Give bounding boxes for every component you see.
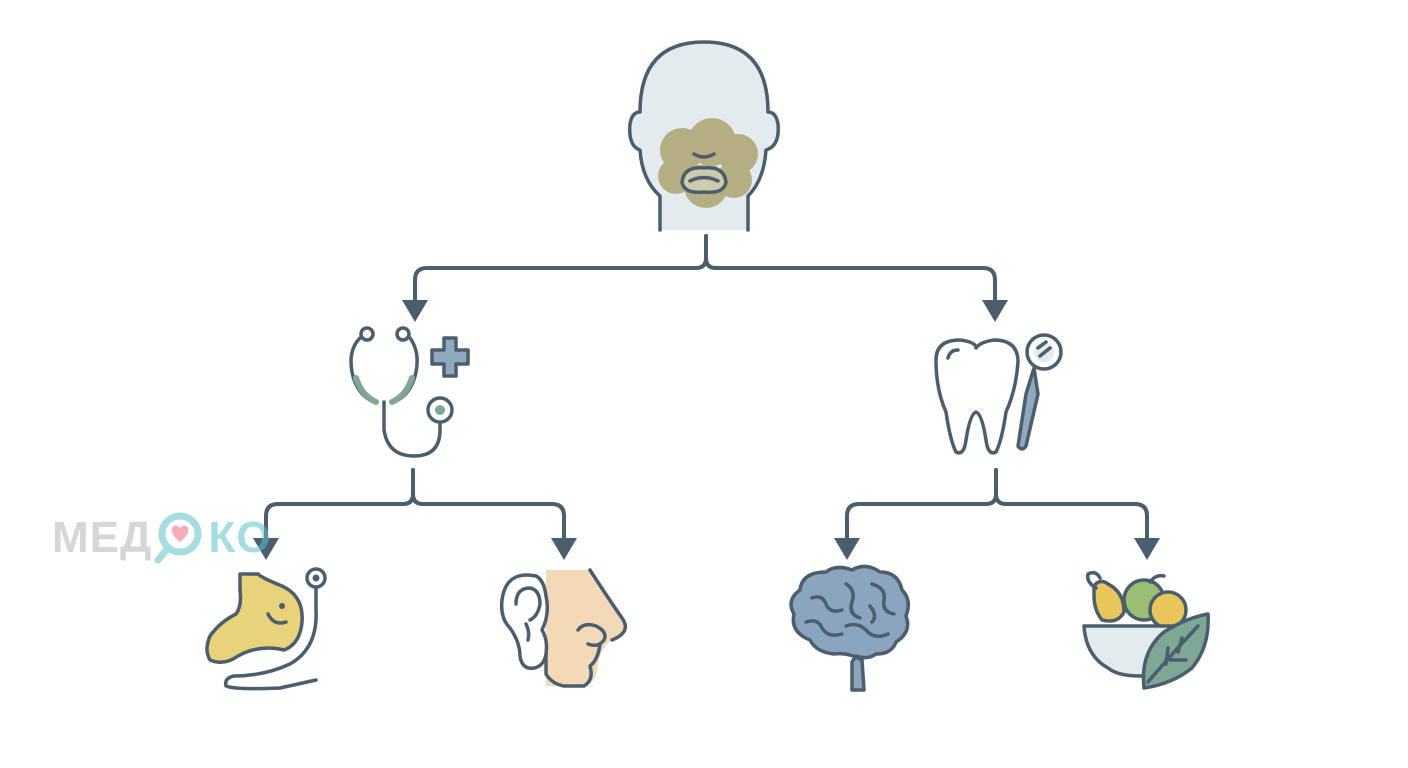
ear-nose-icon bbox=[499, 568, 628, 688]
arrowhead-right-right bbox=[1134, 538, 1160, 560]
arrowhead-left-left bbox=[253, 538, 279, 560]
face-bad-breath-icon bbox=[627, 40, 780, 232]
arrowhead-left bbox=[402, 300, 428, 322]
breath-cloud bbox=[658, 118, 758, 208]
magnifier-heart-icon bbox=[154, 512, 202, 564]
watermark-text-part1: МЕД bbox=[52, 513, 153, 562]
connector-root-left bbox=[413, 234, 708, 302]
connector-left-left bbox=[264, 468, 415, 542]
arrowhead-right bbox=[982, 300, 1008, 322]
arrowheads bbox=[253, 300, 1160, 560]
connector-lines bbox=[264, 234, 1149, 542]
connector-root-right bbox=[704, 234, 997, 302]
tooth-dental-mirror-icon bbox=[934, 333, 1063, 455]
connector-left-right bbox=[411, 468, 566, 542]
food-bowl-leaf-icon bbox=[1082, 570, 1210, 690]
watermark-text-part2: КО bbox=[208, 513, 272, 562]
arrowhead-right-left bbox=[834, 538, 860, 560]
brain-icon bbox=[789, 564, 910, 692]
connector-right-right bbox=[994, 468, 1149, 542]
arrowhead-left-right bbox=[551, 538, 577, 560]
stomach-endoscope-icon bbox=[205, 567, 327, 691]
connector-right-left bbox=[845, 468, 998, 542]
stethoscope-medical-cross-icon bbox=[349, 326, 470, 458]
medoko-watermark: МЕД КО bbox=[52, 508, 271, 568]
